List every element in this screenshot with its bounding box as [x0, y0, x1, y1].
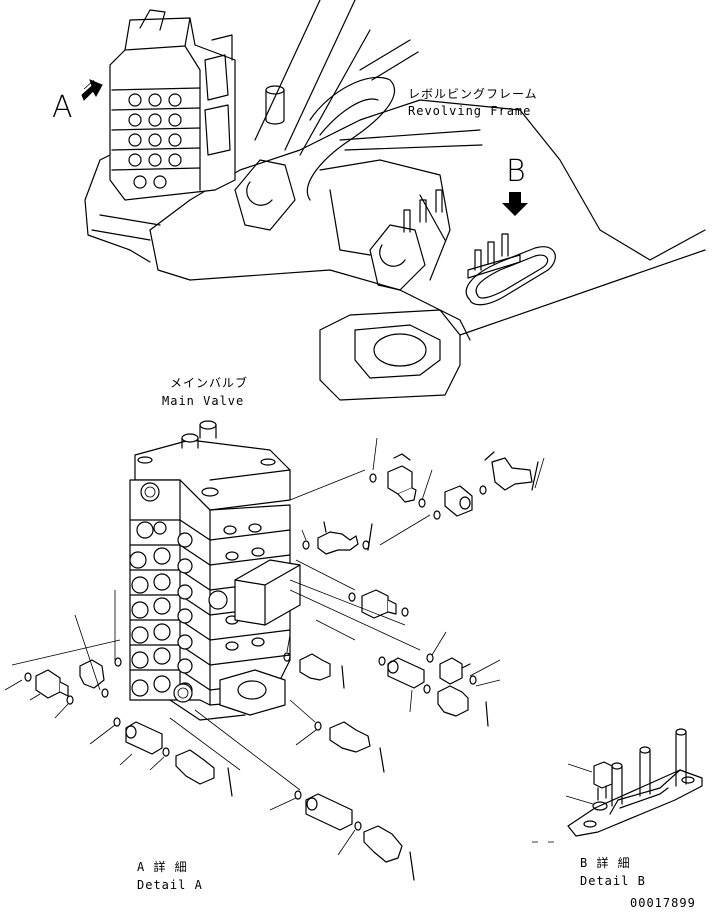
adapter-fitting [361, 589, 397, 619]
elbow-fitting [363, 825, 415, 881]
main-valve-label-jp: メインバルブ [170, 376, 249, 390]
adapter-fitting [387, 453, 417, 503]
elbow-fitting [329, 721, 385, 773]
pipe-sleeve [305, 793, 353, 831]
revolving-frame-label-en: Revolving Frame [408, 104, 532, 118]
detail-a-label-en: Detail A [137, 878, 203, 892]
elbow-fitting [299, 653, 331, 681]
revolving-frame-label-jp: レボルビングフレーム [408, 87, 538, 101]
elbow-fitting [317, 521, 359, 555]
view-arrow-a [81, 79, 103, 101]
adapter-fitting [35, 669, 69, 699]
adapter-fitting [439, 657, 471, 685]
detail-b-label-jp: B 詳 細 [580, 856, 631, 870]
view-b-label: B [506, 154, 526, 189]
fittings-detail-a [24, 451, 539, 881]
adapter-fitting [444, 485, 473, 517]
drawing-number: 00017899 [630, 896, 696, 910]
leader-lines [4, 437, 545, 856]
detail-a-label-jp: A 詳 細 [137, 860, 188, 874]
detail-b-drawing [532, 728, 703, 843]
pipe-sleeve [125, 721, 163, 755]
pipe-sleeve [387, 657, 425, 689]
revolving-frame-drawing [84, 0, 706, 401]
view-arrow-b [502, 192, 528, 216]
elbow-fitting [437, 685, 489, 727]
main-valve-drawing [129, 420, 301, 721]
elbow-fitting [484, 451, 533, 491]
elbow-fitting [79, 659, 105, 689]
detail-b-label-en: Detail B [580, 874, 646, 888]
main-valve-label-en: Main Valve [162, 394, 245, 408]
view-a-label: A [52, 90, 73, 125]
elbow-fitting [175, 749, 233, 797]
